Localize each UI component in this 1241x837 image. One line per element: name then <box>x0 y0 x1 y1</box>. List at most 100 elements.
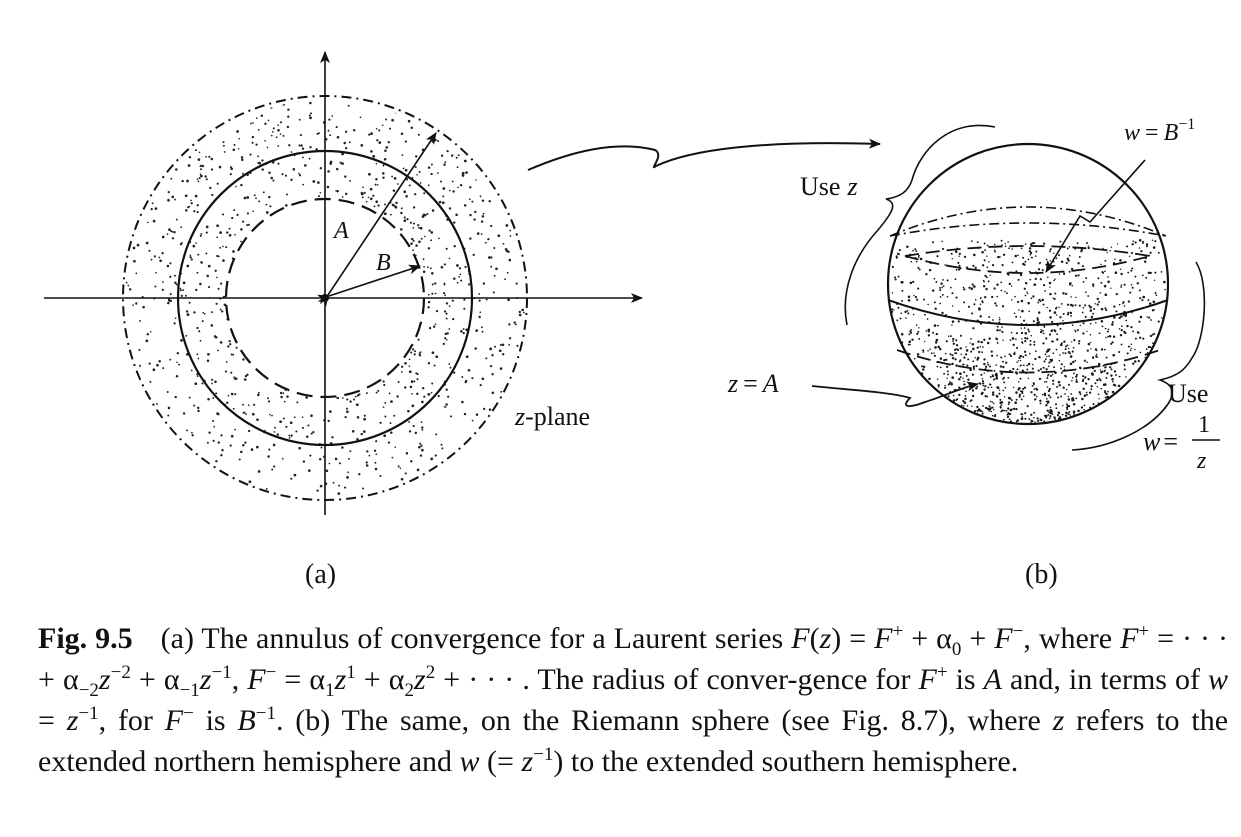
stipple-dot <box>400 371 403 373</box>
stipple-dot <box>346 476 349 479</box>
stipple-dot <box>958 268 961 271</box>
stipple-dot <box>441 447 444 450</box>
stipple-dot <box>488 408 492 411</box>
stipple-dot <box>1126 352 1129 355</box>
stipple-dot <box>997 255 1000 259</box>
stipple-dot <box>469 237 472 240</box>
stipple-dot <box>267 397 270 400</box>
stipple-dot <box>900 312 903 315</box>
stipple-dot <box>1017 300 1020 304</box>
stipple-dot <box>986 361 989 364</box>
stipple-dot <box>931 289 935 292</box>
stipple-dot <box>1048 387 1051 391</box>
stipple-dot <box>190 199 192 202</box>
caption-F: F <box>874 622 893 655</box>
stipple-dot <box>363 191 366 195</box>
stipple-dot <box>418 226 420 229</box>
stipple-dot <box>469 213 472 217</box>
stipple-dot <box>1016 361 1018 363</box>
stipple-dot <box>188 396 191 399</box>
stipple-dot <box>376 139 379 142</box>
stipple-dot <box>1092 283 1095 286</box>
stipple-dot <box>434 282 437 285</box>
stipple-dot <box>448 328 451 330</box>
stipple-dot <box>192 244 196 248</box>
caption-sup: 2 <box>425 662 436 683</box>
stipple-dot <box>984 365 988 368</box>
stipple-dot <box>973 368 975 371</box>
stipple-dot <box>433 364 436 367</box>
stipple-dot <box>211 378 214 381</box>
outer-circle-front <box>889 206 1167 237</box>
caption-plus-sup: + <box>936 662 948 683</box>
stipple-dot <box>1023 386 1027 389</box>
stipple-dot <box>1015 391 1018 394</box>
stipple-dot <box>981 300 984 303</box>
stipple-dot <box>1122 313 1125 317</box>
stipple-dot <box>979 297 982 300</box>
stipple-dot <box>1104 396 1107 399</box>
stipple-dot <box>1119 334 1123 337</box>
stipple-dot <box>451 299 454 302</box>
stipple-dot <box>277 145 280 147</box>
stipple-dot <box>377 204 380 207</box>
stipple-dot <box>475 179 477 181</box>
stipple-dot <box>309 146 312 149</box>
stipple-dot <box>220 453 223 457</box>
stipple-dot <box>1037 419 1040 422</box>
stipple-dot <box>958 310 960 313</box>
stipple-dot <box>1118 375 1121 378</box>
stipple-dot <box>458 275 460 278</box>
stipple-dot <box>933 324 937 327</box>
stipple-dot <box>911 338 914 341</box>
stipple-dot <box>327 170 330 173</box>
stipple-dot <box>1104 270 1106 273</box>
stipple-dot <box>1058 416 1062 419</box>
stipple-dot <box>1110 287 1112 289</box>
stipple-dot <box>992 402 995 405</box>
stipple-dot <box>369 197 373 201</box>
stipple-dot <box>1008 413 1011 416</box>
stipple-dot <box>378 141 382 144</box>
stipple-dot <box>1041 298 1044 302</box>
stipple-dot <box>1097 393 1100 396</box>
stipple-dot <box>188 301 191 304</box>
stipple-dot <box>507 298 510 302</box>
stipple-dot <box>1123 363 1125 366</box>
stipple-dot <box>1128 255 1131 258</box>
stipple-dot <box>1154 271 1157 274</box>
stipple-dot <box>490 224 493 228</box>
stipple-dot <box>139 319 142 322</box>
stipple-dot <box>426 212 429 216</box>
stipple-dot <box>437 139 440 143</box>
stipple-dot <box>416 373 419 376</box>
stipple-dot <box>420 421 423 423</box>
stipple-dot <box>242 358 245 361</box>
stipple-dot <box>146 332 150 336</box>
stipple-dot <box>390 400 393 403</box>
stipple-dot <box>221 448 224 452</box>
stipple-dot <box>405 451 409 455</box>
radius-B-arrow <box>316 264 421 305</box>
stipple-dot <box>991 263 995 267</box>
stipple-dot <box>1029 243 1033 246</box>
stipple-dot <box>1059 354 1061 356</box>
stipple-dot <box>289 421 293 425</box>
stipple-dot <box>169 299 173 303</box>
stipple-dot <box>1130 269 1133 272</box>
stipple-dot <box>360 191 363 195</box>
stipple-dot <box>174 274 176 277</box>
stipple-dot <box>205 252 208 255</box>
stipple-dot <box>335 190 338 192</box>
stipple-dot <box>1024 412 1027 415</box>
stipple-dot <box>150 258 153 261</box>
stipple-dot <box>243 378 247 381</box>
stipple-dot <box>1060 363 1063 366</box>
stipple-dot <box>264 122 267 126</box>
stipple-dot <box>133 259 136 263</box>
stipple-dot <box>1076 329 1079 332</box>
stipple-dot <box>200 232 203 235</box>
stipple-dot <box>1028 330 1031 333</box>
caption-minus-sup: − <box>265 662 277 683</box>
